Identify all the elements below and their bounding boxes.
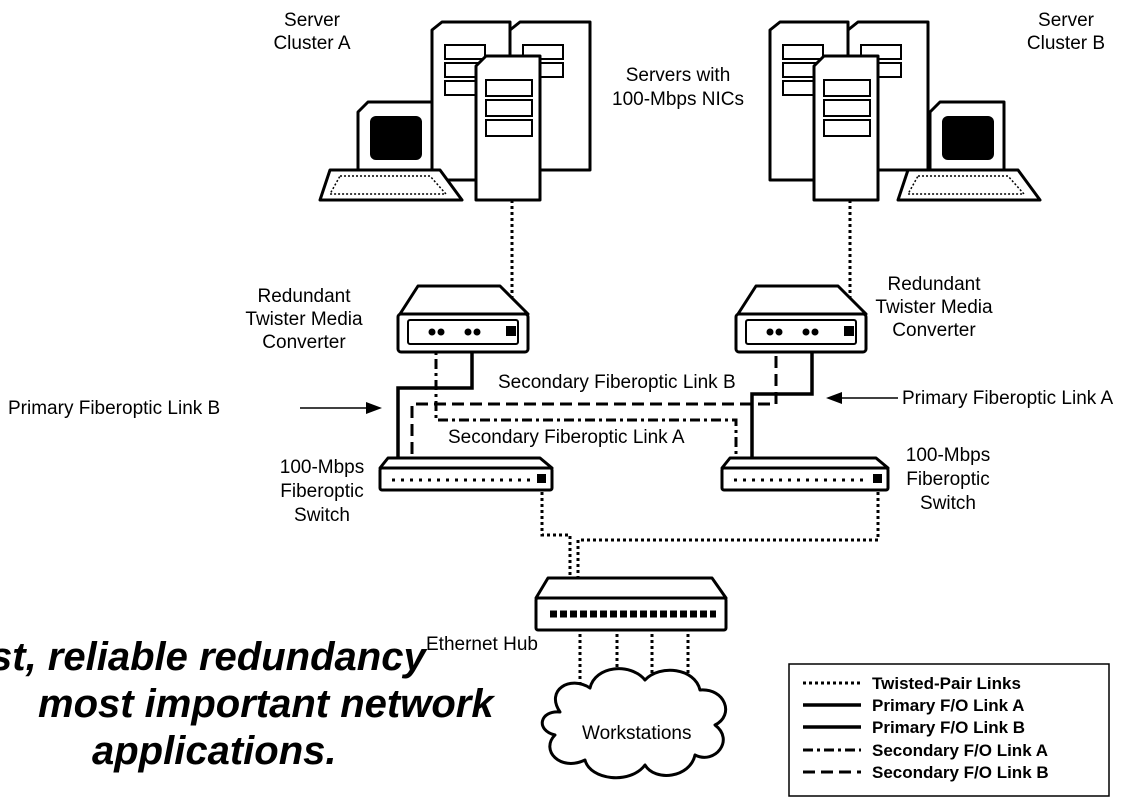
svg-text:Redundant: Redundant	[258, 286, 352, 307]
legend-item: Secondary F/O Link A	[803, 741, 1048, 760]
primary-link-b-label: Primary Fiberoptic Link B	[8, 398, 220, 419]
cluster-b-label: Server Cluster B	[1027, 10, 1105, 54]
svg-text:st, reliable redundancy: st, reliable redundancy	[0, 635, 427, 679]
converter-right-label: Redundant Twister Media Converter	[875, 274, 993, 341]
secondary-link-b-label: Secondary Fiberoptic Link B	[498, 372, 736, 393]
secondary-link-a-label: Secondary Fiberoptic Link A	[448, 427, 685, 448]
svg-text:Switch: Switch	[920, 493, 976, 514]
svg-text:Twisted-Pair Links: Twisted-Pair Links	[872, 674, 1021, 693]
servers-label: Servers with 100-Mbps NICs	[612, 65, 744, 110]
svg-text:Cluster B: Cluster B	[1027, 33, 1105, 54]
media-converter-right-icon	[734, 284, 868, 354]
ethernet-hub-icon	[534, 576, 728, 632]
arrow-primary-b	[300, 402, 382, 414]
primary-link-a-label: Primary Fiberoptic Link A	[902, 388, 1114, 409]
secondary-link-a	[434, 338, 738, 478]
twisted-pair-link	[540, 486, 572, 612]
fiberoptic-switch-left-icon	[378, 456, 554, 492]
arrow-primary-a	[826, 392, 898, 404]
svg-text:Redundant: Redundant	[888, 274, 982, 295]
svg-text:Secondary F/O Link A: Secondary F/O Link A	[872, 741, 1048, 760]
legend-item: Primary F/O Link B	[803, 718, 1025, 737]
tagline: st, reliable redundancy most important n…	[0, 635, 495, 773]
hub-label: Ethernet Hub	[426, 634, 538, 655]
svg-text:Fiberoptic: Fiberoptic	[906, 469, 989, 490]
svg-text:most important network: most important network	[38, 682, 495, 726]
svg-text:Server: Server	[1038, 10, 1095, 31]
legend-item: Twisted-Pair Links	[803, 674, 1021, 693]
workstations-label: Workstations	[582, 723, 691, 744]
legend-item: Secondary F/O Link B	[803, 763, 1049, 782]
primary-link-a	[750, 338, 814, 478]
svg-text:Servers with: Servers with	[626, 65, 731, 86]
svg-text:Server: Server	[284, 10, 341, 31]
svg-text:Primary F/O Link A: Primary F/O Link A	[872, 696, 1024, 715]
switch-left-label: 100-Mbps Fiberoptic Switch	[280, 457, 365, 526]
svg-text:100-Mbps: 100-Mbps	[280, 457, 365, 478]
server-cluster-a-icon	[318, 20, 592, 202]
svg-text:Switch: Switch	[294, 505, 350, 526]
svg-text:100-Mbps: 100-Mbps	[906, 445, 991, 466]
media-converter-left-icon	[396, 284, 530, 354]
legend-item: Primary F/O Link A	[803, 696, 1024, 715]
fiberoptic-switch-right-icon	[720, 456, 890, 492]
svg-text:Converter: Converter	[262, 332, 346, 353]
server-cluster-b-icon	[768, 20, 1042, 202]
svg-text:Twister Media: Twister Media	[245, 309, 363, 330]
svg-text:Converter: Converter	[892, 320, 976, 341]
twisted-pair-link	[576, 486, 880, 612]
switch-right-label: 100-Mbps Fiberoptic Switch	[906, 445, 991, 514]
svg-text:100-Mbps NICs: 100-Mbps NICs	[612, 89, 744, 110]
svg-text:Secondary F/O Link B: Secondary F/O Link B	[872, 763, 1049, 782]
svg-text:Fiberoptic: Fiberoptic	[280, 481, 363, 502]
converter-left-label: Redundant Twister Media Converter	[245, 286, 363, 353]
cluster-a-label: Server Cluster A	[273, 10, 350, 54]
svg-text:Primary F/O Link B: Primary F/O Link B	[872, 718, 1025, 737]
workstations-cloud-icon	[541, 667, 728, 780]
svg-text:Cluster A: Cluster A	[273, 33, 350, 54]
svg-text:applications.: applications.	[92, 729, 337, 773]
svg-text:Twister Media: Twister Media	[875, 297, 993, 318]
legend: Twisted-Pair Links Primary F/O Link A Pr…	[788, 663, 1110, 797]
